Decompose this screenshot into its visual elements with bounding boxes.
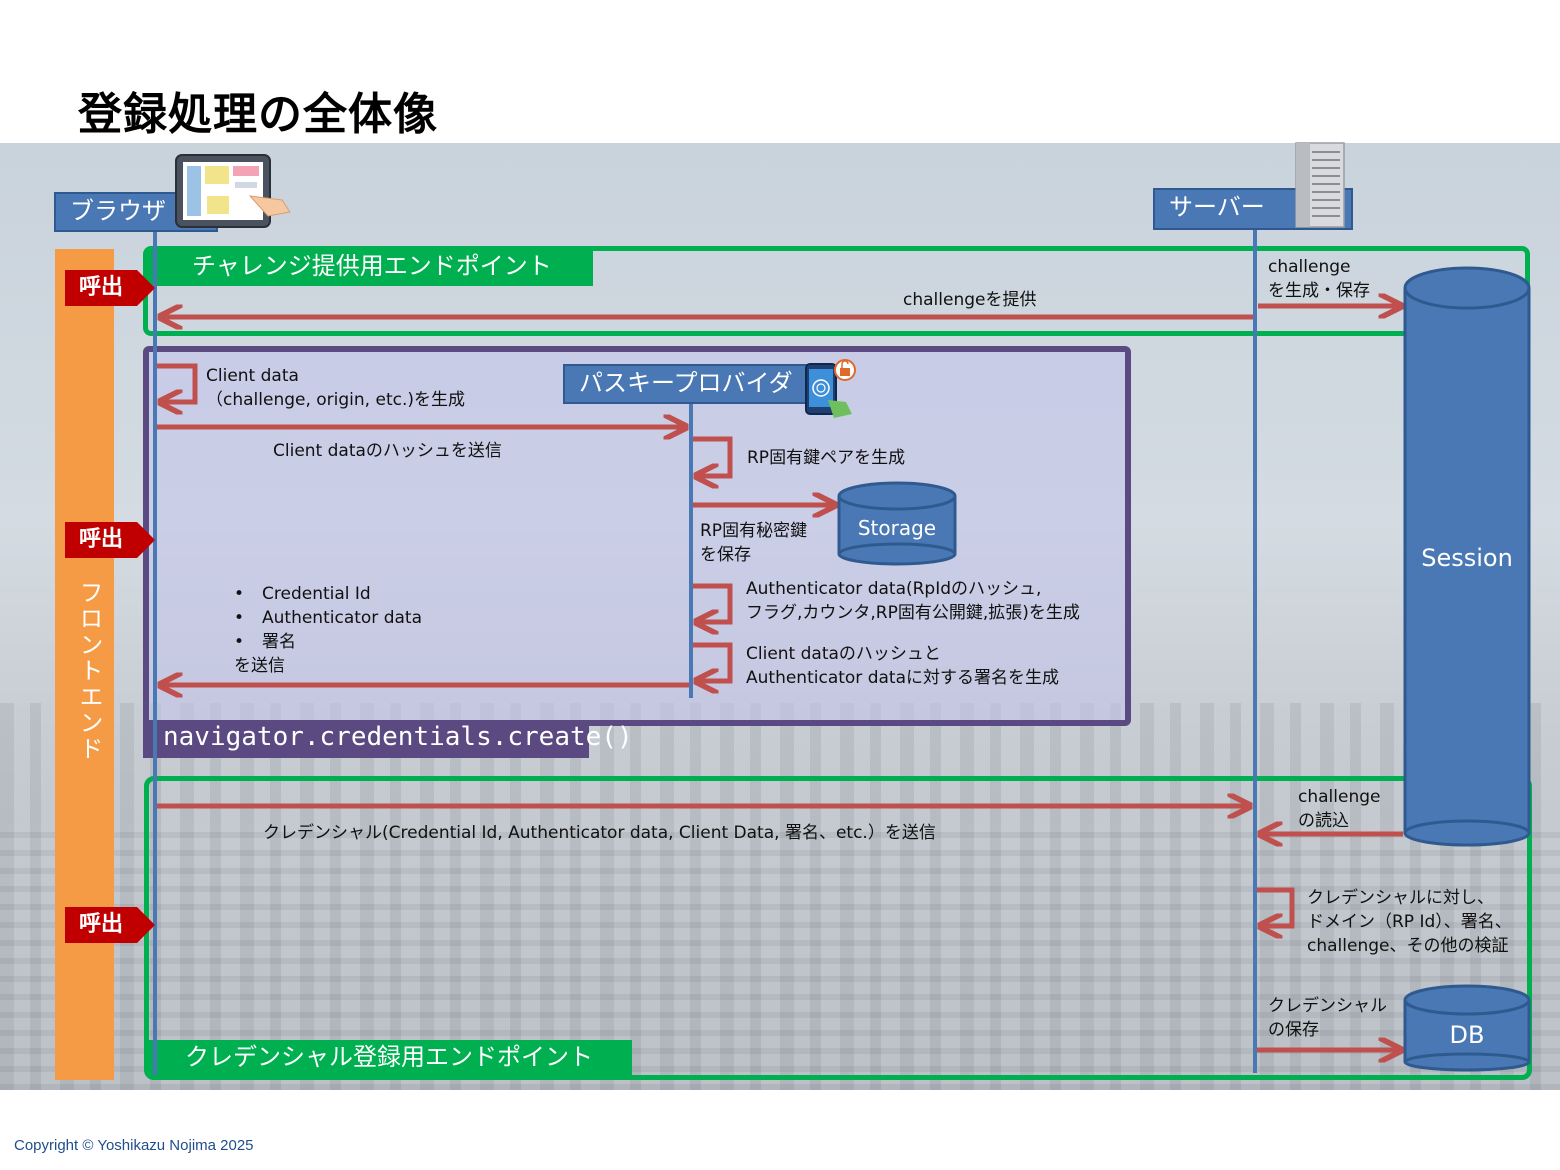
storage-label: Storage	[857, 516, 937, 540]
passkey-provider-lane-header: パスキープロバイダ	[563, 364, 821, 404]
credential-endpoint-label: クレデンシャル登録用エンドポイント	[149, 1040, 632, 1075]
list-item: •署名	[234, 632, 296, 652]
tablet-touch-icon	[175, 154, 291, 228]
msg-client-data: Client data （challenge, origin, etc.)を生成	[206, 366, 465, 410]
arrow-verify-self	[1257, 887, 1295, 926]
call-pointer-1	[137, 270, 155, 306]
db-label: DB	[1449, 1021, 1485, 1049]
msg-challenge-read: challenge の読込	[1298, 787, 1381, 831]
call-label-1: 呼出	[65, 270, 137, 306]
session-label: Session	[1421, 544, 1513, 572]
call-label-2: 呼出	[65, 522, 137, 558]
challenge-endpoint-label: チャレンジ提供用エンドポイント	[148, 251, 593, 286]
msg-challenge-provide: challengeを提供	[903, 290, 1037, 310]
server-rack-icon	[1295, 142, 1345, 228]
msg-send-hash: Client dataのハッシュを送信	[273, 441, 502, 461]
webauthn-api-frame	[143, 346, 1131, 726]
phone-fingerprint-icon	[805, 359, 856, 418]
storage-store	[837, 481, 957, 566]
webauthn-api-label: navigator.credentials.create()	[143, 720, 633, 758]
call-pointer-2	[137, 522, 155, 558]
msg-rp-secret: RP固有秘密鍵 を保存	[700, 521, 808, 565]
msg-returned-items: •Credential Id •Authenticator data •署名 を…	[234, 584, 422, 676]
session-store	[1403, 266, 1531, 847]
frontend-label: フロントエンド	[75, 580, 103, 762]
copyright-footer: Copyright © Yoshikazu Nojima 2025	[14, 1137, 254, 1154]
call-pointer-3	[137, 907, 155, 943]
msg-rp-keypair: RP固有鍵ペアを生成	[747, 448, 906, 468]
page-title: 登録処理の全体像	[78, 89, 438, 140]
db-store	[1403, 984, 1531, 1072]
msg-challenge-generate: challenge を生成・保存	[1268, 257, 1370, 301]
list-item: •Credential Id	[234, 584, 371, 604]
msg-send-credential: クレデンシャル(Credential Id, Authenticator dat…	[263, 823, 936, 843]
msg-signature: Client dataのハッシュと Authenticator dataに対する…	[746, 644, 1059, 688]
arrow-signature-self	[693, 642, 733, 681]
list-item: •Authenticator data	[234, 608, 422, 628]
msg-save-credential: クレデンシャル の保存	[1268, 996, 1387, 1040]
msg-auth-data: Authenticator data(RpIdのハッシュ, フラグ,カウンタ,R…	[746, 579, 1080, 623]
arrow-auth-data-self	[693, 583, 733, 622]
arrow-client-data-self	[157, 363, 198, 402]
call-label-3: 呼出	[65, 907, 137, 943]
msg-verify: クレデンシャルに対し、 ドメイン（RP Id）、署名、 challenge、その…	[1307, 888, 1512, 956]
arrow-rp-keypair-self	[693, 436, 733, 476]
